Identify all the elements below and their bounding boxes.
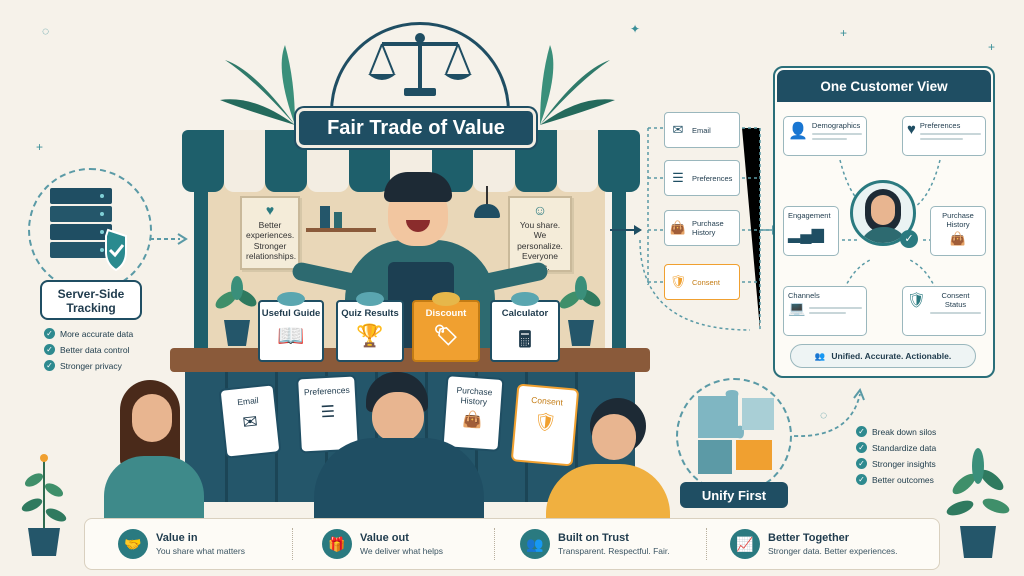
curved-arrow-icon [793, 388, 865, 437]
customer-woman-right [540, 398, 670, 520]
handshake-icon: 🤝 [118, 529, 148, 559]
benefit-item: ✓Better data control [44, 344, 133, 355]
plant-icon [559, 276, 601, 346]
offer-quiz-results[interactable]: Quiz Results 🏆 [336, 292, 404, 362]
people-icon: 👥 [520, 529, 550, 559]
offer-discount[interactable]: Discount 🏷 [412, 292, 480, 362]
growth-chart-icon: 📈 [730, 529, 760, 559]
poster-right: ☺ You share. We personalize. Everyone wi… [508, 196, 572, 272]
cv-purchase-history[interactable]: Purchase History 👜 [930, 206, 986, 256]
cv-engagement[interactable]: Engagement ▂▄▆ [783, 206, 839, 256]
page-title: Fair Trade of Value [296, 108, 536, 148]
poster-left: ♥ Better experiences. Stronger relations… [240, 196, 300, 270]
unify-point: ✓Better outcomes [856, 474, 936, 485]
heart-icon: ♥ [907, 121, 916, 138]
check-icon: ✓ [44, 328, 55, 339]
sparkle-icon: ◌ [42, 24, 50, 38]
tracking-benefits-list: ✓More accurate data ✓Better data control… [44, 328, 133, 376]
check-icon: ✓ [856, 474, 867, 485]
customer-view-title: One Customer View [777, 70, 991, 102]
sparkle-icon: ✦ [630, 22, 641, 36]
check-icon: ✓ [856, 426, 867, 437]
unify-first-label: Unify First [680, 482, 788, 508]
puzzle-icon [698, 390, 774, 474]
unify-point: ✓Break down silos [856, 426, 936, 437]
sparkle-icon: ◌ [820, 408, 828, 422]
flow-item-purchase-history[interactable]: 👜Purchase History [664, 210, 740, 246]
cv-channels[interactable]: Channels 💻 [783, 286, 867, 336]
balance-scale-icon [368, 33, 472, 96]
customer-man-center [300, 372, 500, 520]
smile-icon: ☺ [532, 202, 548, 218]
check-icon: ✓ [856, 442, 867, 453]
gift-icon: 🎁 [322, 529, 352, 559]
trophy-icon: 🏆 [356, 323, 384, 348]
server-stack-icon [50, 188, 127, 272]
shelf-jar [320, 206, 330, 228]
unify-point: ✓Stronger insights [856, 458, 936, 469]
lamp-icon [474, 204, 500, 218]
plant-icon [21, 454, 67, 556]
benefit-item: ✓More accurate data [44, 328, 133, 339]
offer-calculator[interactable]: Calculator 🖩 [490, 292, 560, 362]
server-side-tracking-label: Server-Side Tracking [40, 280, 142, 320]
divider [494, 528, 495, 560]
shopping-bag-icon: 👜 [949, 231, 967, 246]
customer-view-footer: 👥 Unified. Accurate. Actionable. [790, 344, 976, 368]
flow-item-consent[interactable]: 🛡Consent [664, 264, 740, 300]
verified-check-icon: ✓ [900, 230, 918, 248]
card-email[interactable]: Email ✉ [218, 383, 282, 459]
plant-icon [215, 276, 257, 346]
cv-preferences[interactable]: ♥ Preferences [902, 116, 986, 156]
flow-item-preferences[interactable]: ☰Preferences [664, 160, 740, 196]
offer-useful-guide[interactable]: Useful Guide 📖 [258, 292, 324, 362]
bottom-values-bar [84, 518, 940, 570]
bar-chart-icon: ▂▄▆ [788, 226, 824, 243]
people-icon: 👥 [814, 350, 826, 361]
heart-icon: ♥ [265, 202, 275, 218]
sparkle-icon: + [840, 26, 848, 40]
unify-points-list: ✓Break down silos ✓Standardize data ✓Str… [856, 426, 936, 490]
flow-item-email[interactable]: ✉Email [664, 112, 740, 148]
cv-consent-status[interactable]: 🛡 Consent Status [902, 286, 986, 336]
unify-point: ✓Standardize data [856, 442, 936, 453]
sparkle-icon: + [988, 40, 996, 54]
price-tag-icon: 🏷 [433, 325, 459, 347]
divider [292, 528, 293, 560]
flow-connectors [610, 127, 778, 331]
shopping-bag-icon: 👜 [669, 220, 687, 235]
shield-check-icon: 🛡 [669, 274, 687, 289]
vendor-hair [384, 172, 452, 202]
arrow-right-icon [150, 233, 188, 245]
person-icon: 👤 [788, 123, 808, 140]
lamp-cord [486, 186, 488, 206]
cv-demographics[interactable]: 👤 Demographics [783, 116, 867, 156]
sparkle-icon: + [36, 140, 44, 154]
book-icon: 📖 [277, 323, 305, 348]
shield-check-icon: 🛡 [907, 292, 927, 309]
check-icon: ✓ [44, 360, 55, 371]
check-icon: ✓ [44, 344, 55, 355]
check-icon: ✓ [856, 458, 867, 469]
divider [706, 528, 707, 560]
plant-icon [946, 448, 1010, 558]
shelf-jar [334, 212, 342, 228]
customer-woman-left [98, 380, 208, 520]
envelope-icon: ✉ [672, 122, 684, 137]
shelf [306, 228, 376, 232]
devices-icon: 💻 [788, 300, 806, 316]
benefit-item: ✓Stronger privacy [44, 360, 133, 371]
counter-top [170, 348, 650, 372]
palm-leaves-left [220, 45, 295, 125]
stall-post-left [194, 186, 208, 366]
sliders-icon: ☰ [672, 170, 684, 185]
calculator-icon: 🖩 [518, 327, 532, 352]
envelope-icon: ✉ [241, 411, 259, 433]
palm-leaves-right [540, 45, 615, 125]
vendor-smile [406, 220, 430, 232]
